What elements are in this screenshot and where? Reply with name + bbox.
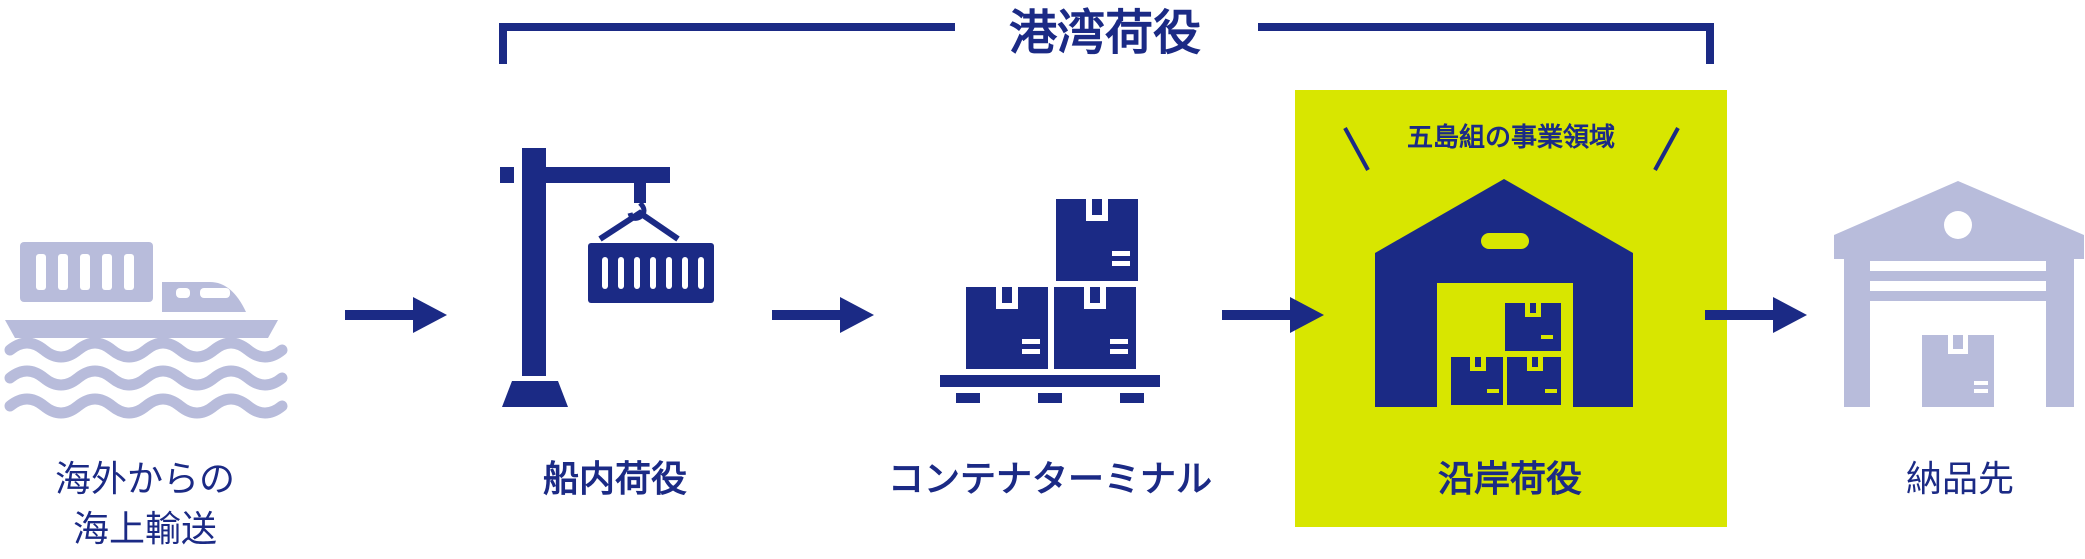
arrow-3 xyxy=(1222,297,1324,333)
arrow-4 xyxy=(1705,297,1807,333)
arrow-1 xyxy=(345,297,447,333)
warehouse-icon xyxy=(1375,179,1633,407)
arrow-2 xyxy=(772,297,874,333)
delivery-warehouse-icon xyxy=(1834,181,2084,407)
step-label-line2: 海上輸送 xyxy=(72,509,217,550)
business-area-caption: 五島組の事業領域 xyxy=(1406,123,1615,153)
ship-icon xyxy=(4,242,288,419)
step-label-coastal-handling: 沿岸荷役 xyxy=(1437,459,1582,500)
step-label-shipboard-handling: 船内荷役 xyxy=(542,459,687,500)
step-label-delivery-destination: 納品先 xyxy=(1905,459,2014,500)
caption-slash-marks xyxy=(1343,127,1680,171)
pallet-boxes-icon xyxy=(940,199,1160,403)
step-label-container-terminal: コンテナターミナル xyxy=(887,459,1212,500)
step-label-line1: 海外からの xyxy=(54,459,235,500)
step-label-overseas-shipping: 海外からの 海上輸送 xyxy=(0,455,290,555)
port-bracket xyxy=(499,23,1714,64)
port-handling-title: 港湾荷役 xyxy=(1008,5,1201,61)
crane-icon xyxy=(500,148,714,407)
